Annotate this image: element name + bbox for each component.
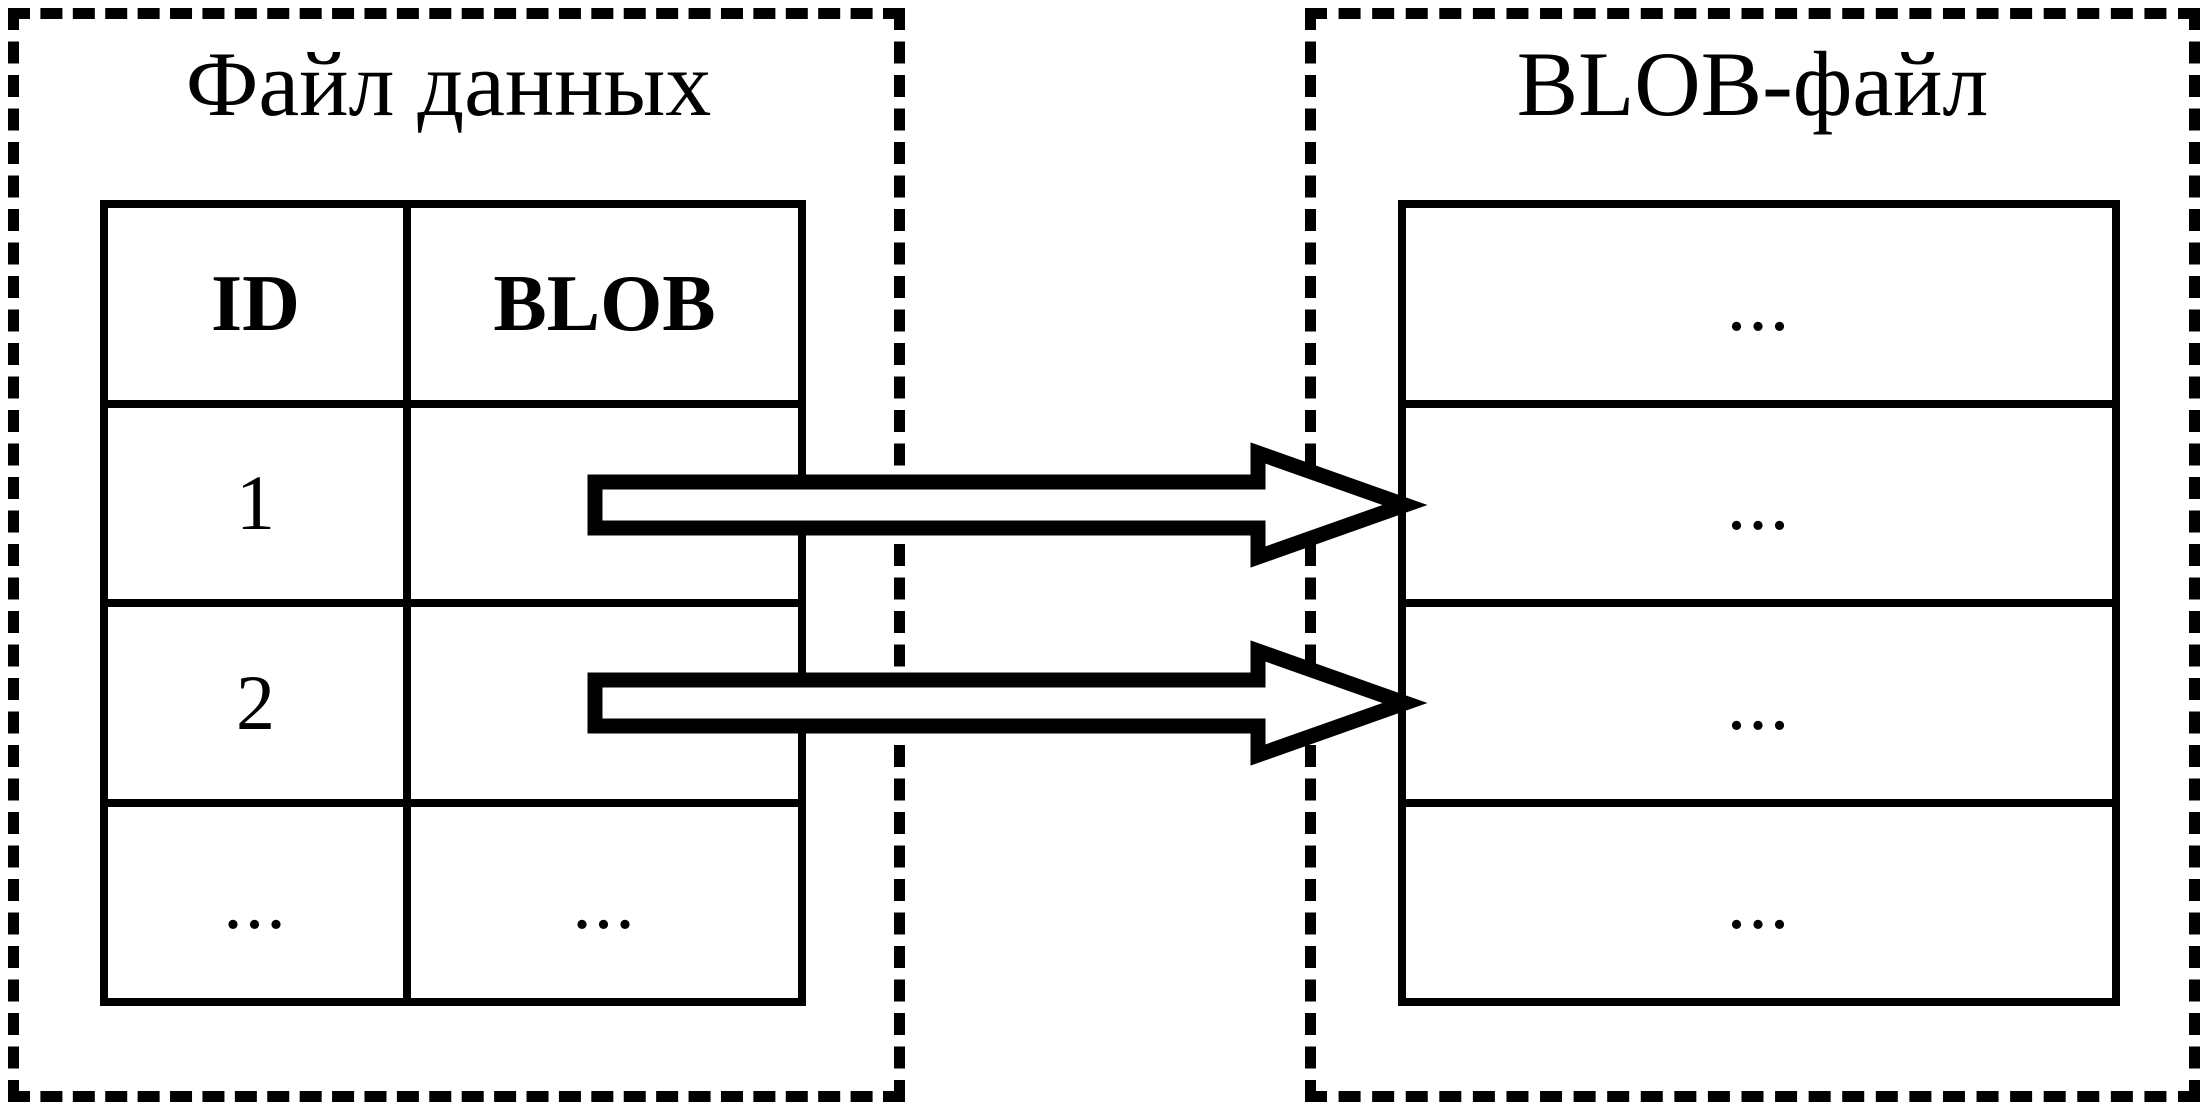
table-row: 2 — [108, 607, 798, 807]
blob-cell: ... — [1726, 459, 1792, 547]
blob-cell: ... — [1726, 259, 1792, 347]
block-arrow-icon — [587, 442, 1428, 568]
data-file-caption: Файл данных — [185, 33, 712, 135]
data-file-panel — [8, 8, 905, 1102]
blob-row: ... — [1406, 807, 2112, 999]
blob-row: ... — [1406, 408, 2112, 607]
data-file-table: ID BLOB 1 2 ... ... — [100, 200, 806, 1006]
table-header-row: ID BLOB — [108, 208, 798, 408]
cell-id: 2 — [108, 607, 411, 799]
cell-blob: ... — [572, 858, 637, 946]
cell-id: 1 — [108, 407, 411, 599]
column-header-id: ID — [108, 208, 411, 400]
blob-file-panel — [1305, 8, 2200, 1102]
blob-file-table: ... ... ... ... — [1398, 200, 2120, 1006]
blob-row: ... — [1406, 208, 2112, 408]
table-row: 1 — [108, 407, 798, 607]
table-row: ... ... — [108, 806, 798, 998]
blob-row: ... — [1406, 607, 2112, 807]
block-arrow-icon — [587, 640, 1428, 766]
blob-cell: ... — [1726, 858, 1792, 946]
cell-id: ... — [108, 806, 411, 998]
blob-cell: ... — [1726, 658, 1792, 746]
blob-file-caption: BLOB-файл — [1516, 33, 1989, 135]
column-header-blob: BLOB — [493, 259, 716, 348]
